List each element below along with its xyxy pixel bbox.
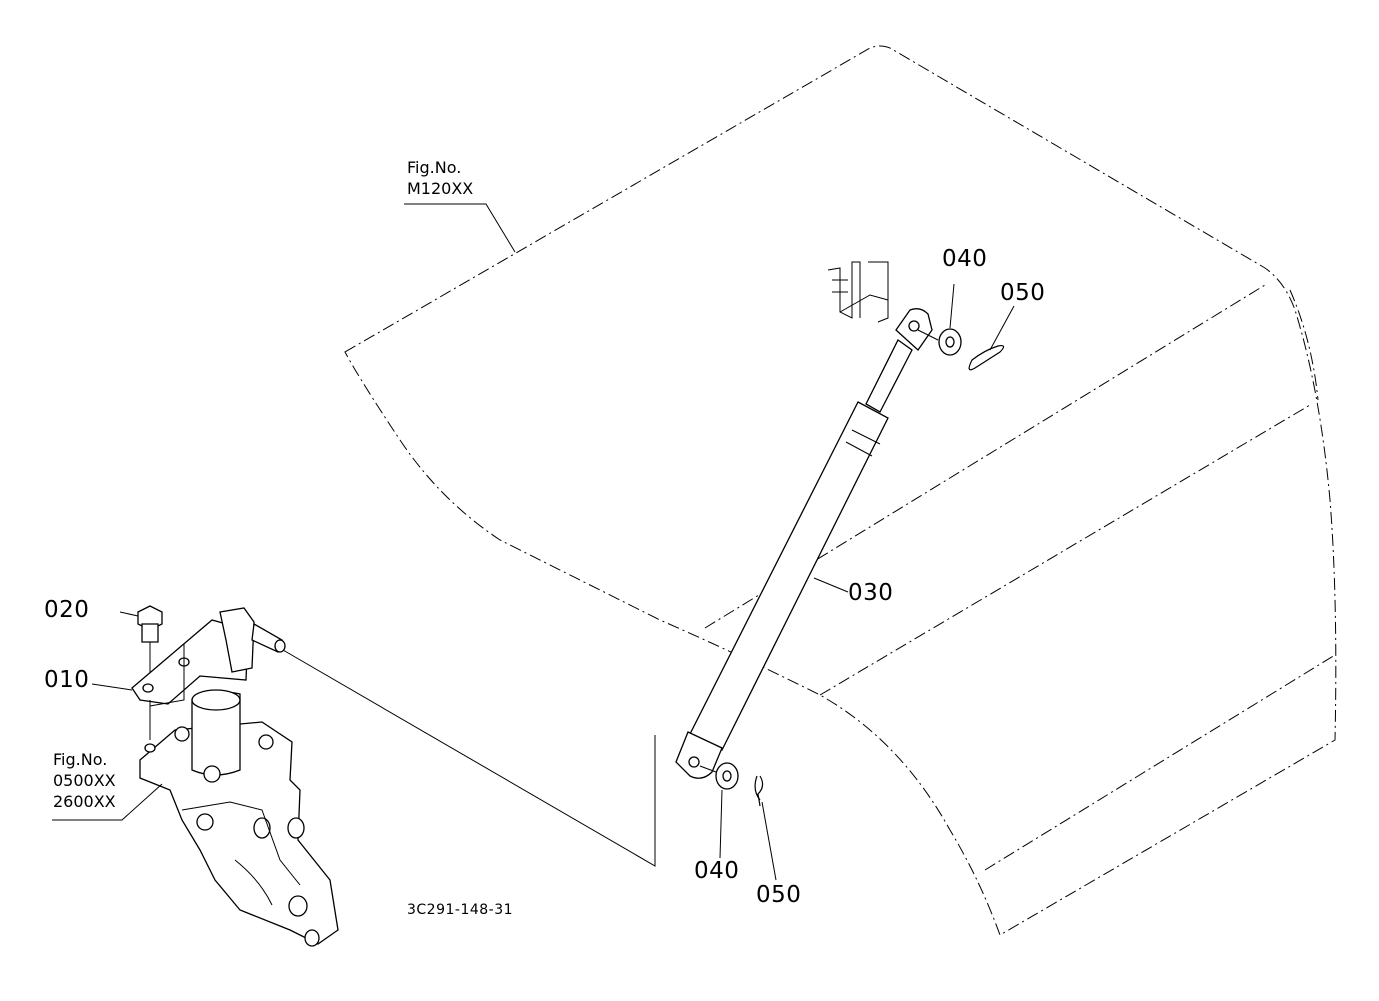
drawing-code: 3C291-148-31 [407, 902, 514, 918]
strut-to-bracket-line [282, 649, 656, 867]
hood-side-edge [1289, 289, 1319, 401]
strut-body [689, 401, 889, 751]
housing-assembly [139, 689, 339, 947]
hood-crease-3 [984, 654, 1336, 871]
part-label-040-top: 040 [942, 246, 988, 272]
bracket-fig-ref-line3: 2600XX [53, 792, 116, 811]
part-label-030: 030 [848, 580, 894, 606]
part-label-050-bottom: 050 [756, 882, 802, 908]
hood-fig-ref: Fig.No. M120XX [407, 157, 473, 199]
bracket-fig-ref-line1: Fig.No. [53, 750, 108, 769]
hood-bracket [827, 261, 889, 323]
part-label-040-bottom: 040 [694, 858, 740, 884]
strut-bottom-eye [675, 731, 723, 779]
strut-rod [865, 339, 913, 413]
bolt-020 [119, 605, 163, 690]
hood-ref-leader [404, 203, 516, 253]
plate-010 [91, 607, 286, 740]
pin-bottom [754, 775, 764, 807]
bracket-fig-ref: Fig.No. 0500XX 2600XX [53, 749, 116, 812]
part-label-020: 020 [44, 597, 90, 623]
hood-fig-ref-line1: Fig.No. [407, 158, 462, 177]
part-label-010: 010 [44, 667, 90, 693]
hood-crease-2 [819, 404, 1311, 696]
bracket-fig-ref-line2: 0500XX [53, 771, 116, 790]
hood-outline [344, 45, 1337, 936]
pin-top [968, 345, 1005, 371]
hood-fig-ref-line2: M120XX [407, 179, 474, 198]
gas-strut [675, 308, 933, 779]
part-label-050-top: 050 [1000, 280, 1046, 306]
